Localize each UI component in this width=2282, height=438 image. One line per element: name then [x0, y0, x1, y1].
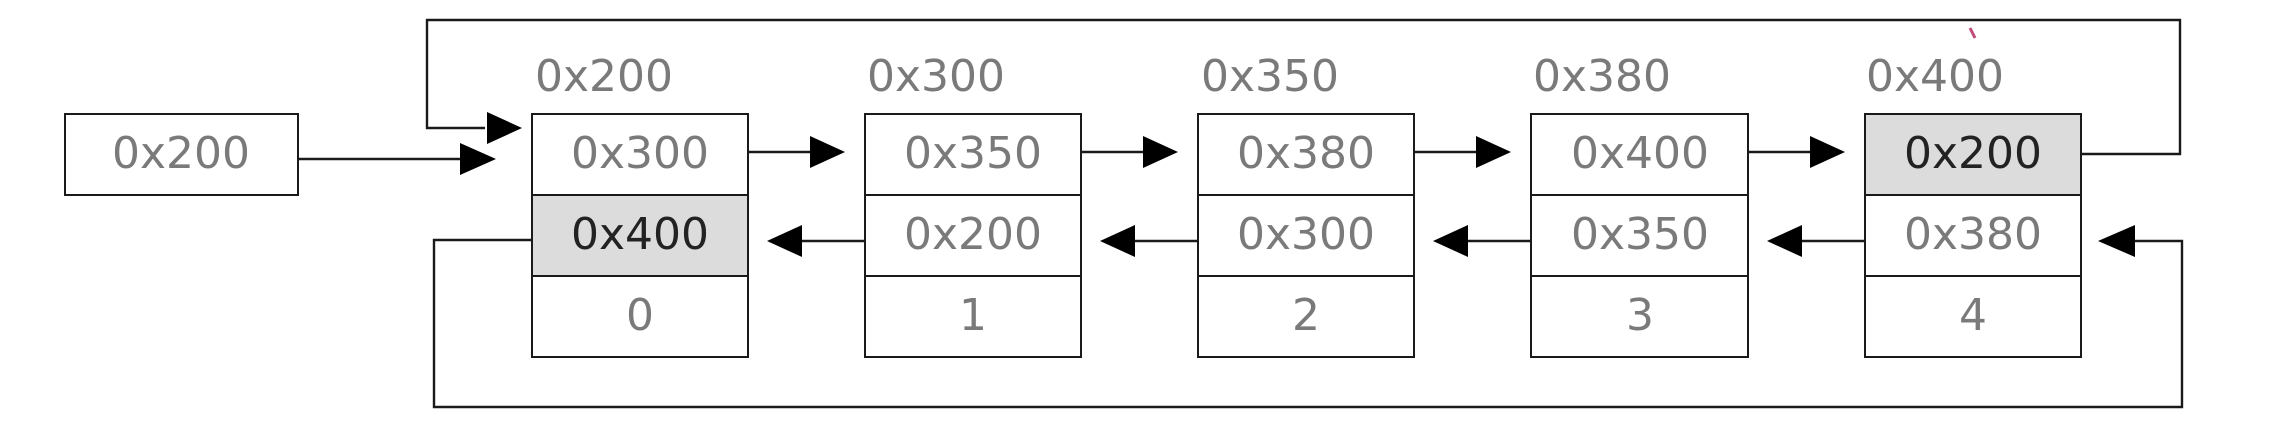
- node-data-cell: [864, 275, 1082, 358]
- node-prev-value: 0x400: [571, 209, 709, 260]
- head-pointer-value: 0x200: [112, 128, 250, 179]
- node-prev-cell: [864, 194, 1082, 277]
- next-arrow: [1414, 136, 1511, 168]
- node-data-cell: [1530, 275, 1749, 358]
- node-address-label: 0x400: [1866, 51, 2004, 102]
- node-address-label: 0x300: [867, 51, 1005, 102]
- head-pointer: 0x200: [64, 113, 299, 196]
- node-2: 0x350 0x380 0x300 2: [1197, 51, 1415, 358]
- head-to-first-arrow: [298, 143, 496, 175]
- node-data-value: 1: [959, 290, 987, 341]
- prev-arrow: [1100, 225, 1198, 257]
- node-next-value: 0x350: [904, 128, 1042, 179]
- node-data-cell: [531, 275, 749, 358]
- prev-arrow: [1433, 225, 1531, 257]
- node-1: 0x300 0x350 0x200 1: [864, 51, 1082, 358]
- node-next-value: 0x200: [1904, 128, 2042, 179]
- node-data-value: 3: [1626, 290, 1654, 341]
- node-prev-cell: [1530, 194, 1749, 277]
- stray-mark: [1968, 27, 1977, 39]
- node-0: 0x200 0x300 0x400 0: [531, 51, 749, 358]
- node-next-value: 0x300: [571, 128, 709, 179]
- prev-arrow: [767, 225, 865, 257]
- node-address-label: 0x380: [1533, 51, 1671, 102]
- node-prev-cell: [531, 194, 749, 277]
- node-data-value: 2: [1292, 290, 1320, 341]
- node-prev-value: 0x380: [1904, 209, 2042, 260]
- next-arrow: [1748, 136, 1845, 168]
- node-data-cell: [1197, 275, 1415, 358]
- wrap-next-arrow: [425, 18, 2182, 156]
- node-prev-value: 0x200: [904, 209, 1042, 260]
- node-3: 0x380 0x400 0x350 3: [1530, 51, 1749, 358]
- node-next-value: 0x380: [1237, 128, 1375, 179]
- next-arrow: [748, 136, 845, 168]
- node-address-label: 0x200: [535, 51, 673, 102]
- node-next-cell: [1864, 113, 2082, 196]
- node-4: 0x400 0x200 0x380 4: [1864, 51, 2082, 358]
- node-data-value: 0: [626, 290, 654, 341]
- node-next-cell: [1197, 113, 1415, 196]
- node-next-value: 0x400: [1571, 128, 1709, 179]
- node-address-label: 0x350: [1201, 51, 1339, 102]
- node-next-cell: [531, 113, 749, 196]
- wrap-prev-arrow: [432, 225, 2184, 409]
- node-prev-value: 0x300: [1237, 209, 1375, 260]
- head-pointer-box: [64, 113, 299, 196]
- node-next-cell: [1530, 113, 1749, 196]
- next-arrow: [1081, 136, 1178, 168]
- node-data-value: 4: [1959, 290, 1987, 341]
- node-data-cell: [1864, 275, 2082, 358]
- node-prev-value: 0x350: [1571, 209, 1709, 260]
- prev-arrow: [1767, 225, 1865, 257]
